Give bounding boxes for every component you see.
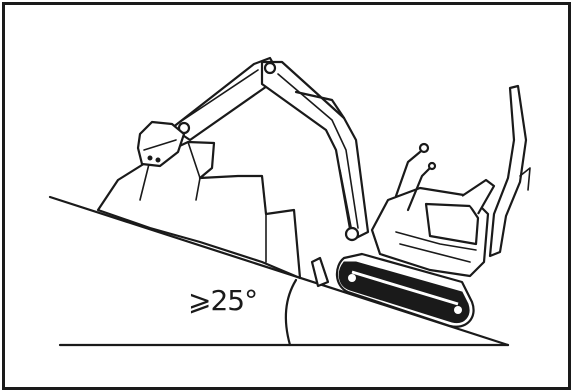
rock-pile — [98, 142, 300, 278]
angle-arc — [286, 280, 296, 345]
slope-angle-label: ⩾25° — [188, 284, 257, 317]
excavator-body — [372, 86, 530, 276]
